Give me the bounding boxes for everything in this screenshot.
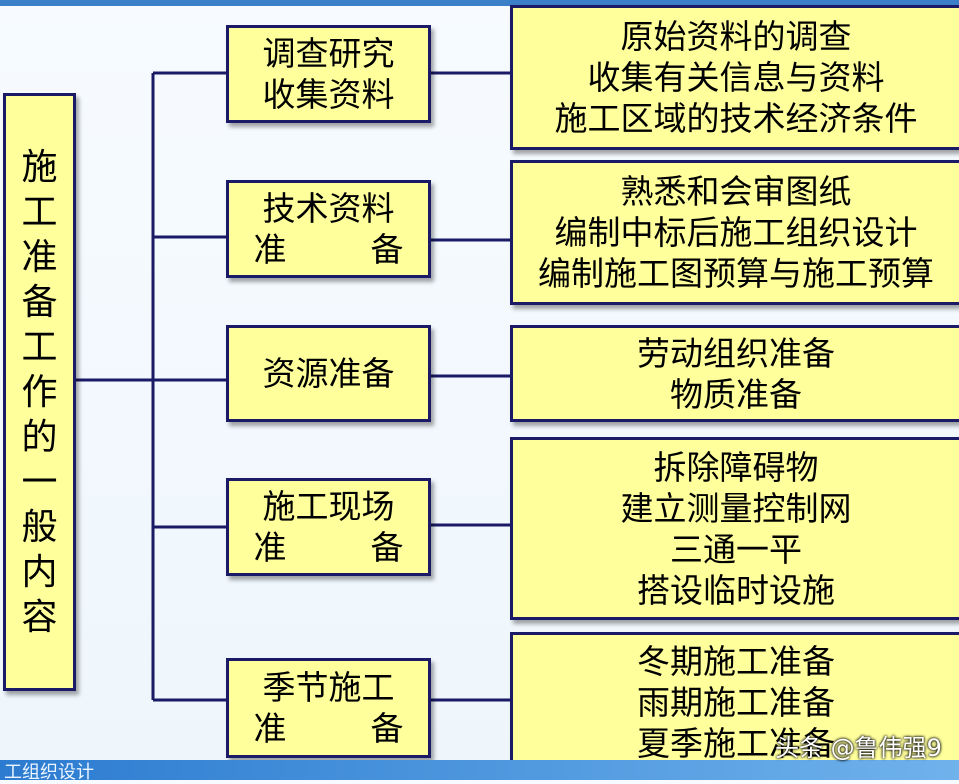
detail-node-technical: 熟悉和会审图纸 编制中标后施工组织设计 编制施工图预算与施工预算 <box>510 160 959 305</box>
detail-item: 编制施工图预算与施工预算 <box>538 254 934 293</box>
detail-node-site: 拆除障碍物 建立测量控制网 三通一平 搭设临时设施 <box>510 437 959 620</box>
detail-item: 雨期施工准备 <box>637 682 835 722</box>
root-char: 般 <box>21 506 58 548</box>
detail-item: 熟悉和会审图纸 <box>620 172 852 211</box>
category-label-line1: 施工现场 <box>262 487 395 526</box>
category-node-site: 施工现场 准 备 <box>226 478 431 576</box>
root-node: 施 工 准 备 工 作 的 一 般 内 容 <box>3 93 76 691</box>
detail-item: 建立测量控制网 <box>620 488 852 528</box>
category-label-line2: 收集资料 <box>262 75 395 114</box>
category-label-line2: 准 备 <box>253 528 404 567</box>
detail-item: 夏季施工准备 <box>637 723 835 763</box>
detail-item: 编制中标后施工组织设计 <box>554 213 918 252</box>
detail-item: 三通一平 <box>670 529 802 569</box>
watermark: 头条 @鲁伟强9 <box>775 734 942 762</box>
root-char: 作 <box>21 371 58 413</box>
root-char: 工 <box>21 191 58 233</box>
category-node-technical: 技术资料 准 备 <box>226 180 431 278</box>
category-node-survey: 调查研究 收集资料 <box>226 25 431 123</box>
category-label-line2: 准 备 <box>253 230 404 269</box>
detail-item: 搭设临时设施 <box>637 570 835 610</box>
detail-item: 原始资料的调查 <box>620 17 852 56</box>
detail-item: 劳动组织准备 <box>637 333 835 373</box>
category-label-line1: 资源准备 <box>262 354 395 393</box>
root-char: 容 <box>21 596 58 638</box>
category-node-resources: 资源准备 <box>226 325 431 422</box>
root-char: 准 <box>21 236 58 278</box>
detail-node-seasonal: 冬期施工准备 雨期施工准备 夏季施工准备 <box>510 632 959 772</box>
detail-item: 施工区域的技术经济条件 <box>554 99 918 138</box>
footer-text: 工组织设计 <box>4 762 94 783</box>
category-label-line1: 季节施工 <box>262 668 395 707</box>
detail-item: 拆除障碍物 <box>653 447 819 487</box>
category-label-line1: 技术资料 <box>262 189 395 228</box>
root-char: 一 <box>21 461 58 503</box>
root-char: 备 <box>21 281 58 323</box>
category-node-seasonal: 季节施工 准 备 <box>226 658 431 758</box>
root-char: 施 <box>21 146 58 188</box>
top-accent-bar <box>0 0 959 6</box>
detail-node-survey: 原始资料的调查 收集有关信息与资料 施工区域的技术经济条件 <box>510 5 959 150</box>
detail-item: 收集有关信息与资料 <box>587 58 885 97</box>
root-char: 工 <box>21 326 58 368</box>
detail-item: 冬期施工准备 <box>637 641 835 681</box>
category-label-line1: 调查研究 <box>262 34 395 73</box>
root-char: 内 <box>21 551 58 593</box>
bottom-banner: 工组织设计 <box>0 760 959 783</box>
detail-node-resources: 劳动组织准备 物质准备 <box>510 325 959 422</box>
category-label-line2: 准 备 <box>253 709 404 748</box>
root-char: 的 <box>21 416 58 458</box>
detail-item: 物质准备 <box>670 374 802 414</box>
